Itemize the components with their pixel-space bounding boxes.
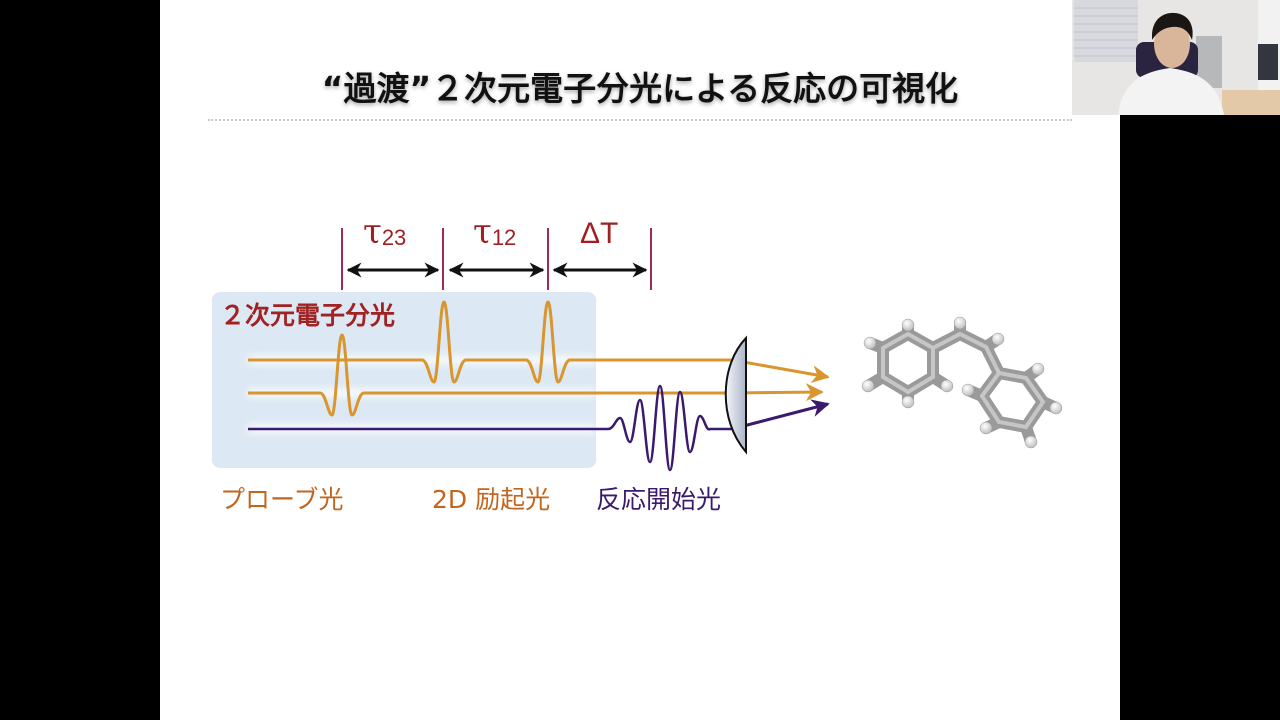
slide-title: “過渡”２次元電子分光による反応の可視化	[321, 69, 959, 108]
spectroscopy-diagram	[212, 228, 1063, 472]
probe-light-label: プローブ光	[220, 485, 344, 514]
panel-title: ２次元電子分光	[220, 301, 396, 330]
delay-label-tau12: τ12	[473, 212, 517, 252]
excitation-light-label: 2D 励起光	[432, 485, 551, 514]
focusing-lens	[724, 335, 747, 455]
excitation-beam-upper	[248, 300, 732, 384]
presenter-webcam	[1072, 0, 1280, 115]
presentation-slide: “過渡”２次元電子分光による反応の可視化	[160, 0, 1120, 720]
delay-markers	[341, 228, 652, 290]
presenter-video	[1072, 0, 1280, 115]
stilbene-molecule	[861, 316, 1063, 449]
reaction-light-label: 反応開始光	[596, 485, 722, 514]
excitation-beam-lower	[248, 333, 732, 417]
reaction-beam	[248, 384, 732, 472]
delay-label-tau23: τ23	[363, 212, 407, 252]
title-divider	[208, 119, 1072, 121]
delay-label-delta-t: ΔT	[580, 217, 619, 250]
2d-spectroscopy-panel	[212, 292, 596, 468]
